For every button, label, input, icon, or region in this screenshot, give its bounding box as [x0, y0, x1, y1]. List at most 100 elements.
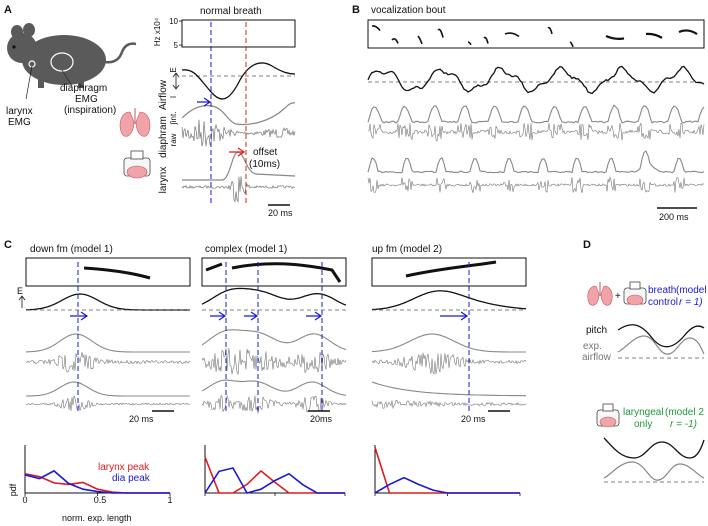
panel-c-col3-diaphragm-integrated	[371, 333, 526, 353]
panel-b-larynx-integrated-trace	[367, 150, 705, 174]
panel-label-c: C	[4, 239, 12, 251]
panel-d-model2-line2: only	[634, 419, 652, 430]
panel-c-col1-arrow-1	[70, 311, 89, 321]
panel-d-pitch-label: pitch	[586, 325, 607, 336]
diaphragm-label: diaphram	[158, 116, 169, 158]
larynx-raw-trace	[181, 176, 296, 203]
pdf-plot-3-series-2	[374, 476, 520, 494]
panel-c-col2-airflow-trace	[201, 287, 347, 306]
panel-b-syllable-6	[483, 36, 489, 44]
panel-d-model2-line4: r = -1)	[670, 419, 697, 430]
panel-b-syllable-5	[467, 41, 472, 46]
diaphragm-raw-trace	[181, 119, 296, 147]
legend-larynx-peak: larynx peak	[98, 462, 150, 473]
airflow-e-label: E	[169, 67, 178, 72]
panel-b-syllable-3	[417, 35, 423, 45]
panel-c-col1-syllable	[83, 266, 151, 280]
larynx-label: larynx	[158, 167, 169, 194]
panel-a-blue-arrow	[197, 97, 212, 107]
pdf-tick-0-5: 0.5	[94, 495, 107, 505]
panel-c-col1-spectrogram-box	[25, 257, 191, 287]
panel-c-col1-diaphragm-integrated	[25, 333, 190, 353]
mouse-icon	[7, 23, 137, 100]
hz-tick-10: 10	[169, 17, 178, 26]
panel-c-col3-larynx-integrated	[371, 381, 526, 397]
diaphragm-emg-label-line1: diaphragm	[60, 83, 107, 94]
diaphragm-emg-label-line3: (inspiration)	[64, 105, 116, 116]
pdf-axis-label: pdf	[8, 483, 18, 496]
panel-c-col3-title: up fm (model 2)	[372, 244, 442, 255]
pdf-plot-3-series-1	[374, 447, 520, 494]
airflow-label: Airflow	[158, 79, 169, 110]
panel-d-model1-line3: (model 1	[676, 285, 708, 296]
panel-c-col2-larynx-integrated	[201, 379, 347, 396]
larynx-emg-label-line1: larynx	[6, 106, 33, 117]
panel-label-d: D	[583, 239, 591, 251]
panel-b-scale-label: 200 ms	[659, 212, 689, 222]
panel-d-larynx-icon-bottom	[596, 403, 620, 428]
panel-c-col3-syllable	[405, 260, 497, 278]
pdf-plot-1-series-2	[24, 469, 170, 494]
offset-label-line2: (10ms)	[249, 159, 280, 170]
panel-c-col2-scale-label: 20ms	[310, 414, 333, 424]
pdf-plot-2-series-1	[204, 456, 345, 494]
panel-b-syllables	[371, 25, 698, 48]
panel-c-col1-diaphragm-raw	[25, 352, 191, 373]
panel-d-model2-line1: laryngeal	[623, 407, 664, 418]
panel-b-airflow-trace	[367, 65, 705, 95]
panel-c-col2-arrow-1	[210, 311, 227, 321]
panel-d-model2-line3: (model 2	[665, 407, 704, 418]
panel-b-syllable-2	[391, 38, 399, 44]
larynx-emg-label-line2: EMG	[8, 117, 31, 128]
panel-b-syllable-9	[569, 41, 574, 48]
panel-b-diaphragm-raw-trace	[367, 122, 705, 142]
panel-c-col3-airflow-trace	[371, 290, 527, 311]
panel-c-col1-larynx-integrated	[25, 381, 190, 397]
panel-c-e-arrow	[18, 295, 26, 308]
offset-label-line1: offset	[253, 147, 277, 158]
panel-b-syllable-11	[645, 32, 663, 39]
raw-label: raw	[169, 133, 178, 146]
panel-d-larynx-icon-top	[623, 281, 647, 306]
panel-c-col3-diaphragm-raw	[371, 352, 527, 375]
airflow-direction-arrow	[172, 72, 180, 90]
panel-c-col1-title: down fm (model 1)	[30, 244, 113, 255]
panel-d-airflow-label-line2: airflow	[582, 352, 612, 363]
panel-d-model1-pitch-curve	[617, 324, 705, 348]
panel-b-syllable-8	[547, 26, 553, 35]
panel-c-e-label: E	[17, 286, 23, 296]
panel-b-syllable-12	[678, 29, 698, 35]
pdf-plots	[24, 445, 521, 496]
panel-c-col2-arrow-3	[306, 311, 323, 321]
panel-b-syllable-1	[371, 25, 381, 31]
panel-d-lungs-icon	[587, 282, 613, 306]
panel-c-col2-title: complex (model 1)	[205, 244, 287, 255]
panel-a-scale-label: 20 ms	[268, 208, 293, 218]
panel-d-model1-line1: breath	[648, 285, 676, 296]
lungs-icon	[119, 108, 151, 137]
panel-label-a: A	[4, 4, 12, 16]
airflow-i-label: I	[169, 96, 178, 98]
panel-c-col3-scale-label: 20 ms	[461, 414, 486, 424]
panel-d-airflow-label-line1: exp.	[583, 341, 602, 352]
pdf-tick-0: 0	[22, 495, 27, 505]
panel-d-model2-airflow-curve	[603, 461, 705, 481]
hz-axis-label: Hz x10⁴	[153, 17, 162, 46]
pdf-tick-1: 1	[167, 495, 172, 505]
legend-dia-peak: dia peak	[112, 473, 151, 484]
panel-a-spectrogram-box	[181, 19, 296, 48]
panel-c-traces: down fm (model 1) complex (model 1) up f…	[17, 244, 527, 424]
panel-c-col1-scale-label: 20 ms	[129, 414, 154, 424]
panel-c-col2-diaphragm-integrated	[201, 329, 347, 351]
panel-d-model1-line4: r = 1)	[679, 297, 703, 308]
pdf-plot-2-series-2	[204, 467, 345, 494]
panel-b-title: vocalization bout	[371, 5, 446, 16]
panel-d-model1-airflow-curve	[617, 335, 705, 355]
integrated-label: ∫int.	[169, 112, 178, 126]
panel-d-model1-line2: control	[648, 297, 678, 308]
panel-b-syllable-4	[437, 28, 444, 38]
panel-d-plus-sign: +	[615, 291, 621, 302]
larynx-icon	[123, 150, 151, 179]
airflow-trace	[181, 62, 296, 100]
